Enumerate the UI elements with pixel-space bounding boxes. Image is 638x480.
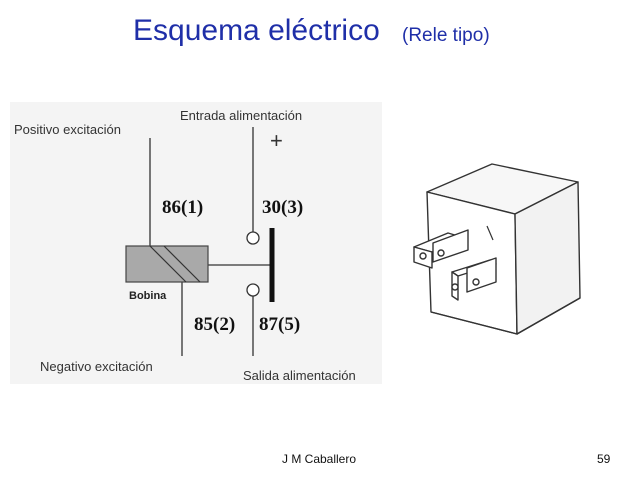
slide-subtitle: (Rele tipo) — [402, 25, 490, 46]
pin-30-label: 30(3) — [262, 197, 303, 218]
schematic-panel — [10, 102, 382, 384]
negativo-excitacion-label: Negativo excitación — [40, 359, 153, 374]
terminal-30-icon — [246, 231, 260, 245]
pin-85-label: 85(2) — [194, 314, 235, 335]
plus-sign: + — [270, 128, 283, 153]
terminal-87-icon — [246, 283, 260, 297]
footer-author: J M Caballero — [282, 452, 357, 466]
bobina-label: Bobina — [129, 290, 167, 302]
salida-alimentacion-label: Salida alimentación — [243, 368, 356, 383]
relay-component-icon — [413, 163, 581, 335]
entrada-alimentacion-label: Entrada alimentación — [180, 108, 302, 123]
footer-page-number: 59 — [597, 452, 611, 466]
pin-87-label: 87(5) — [259, 314, 300, 335]
positivo-excitacion-label: Positivo excitación — [14, 122, 121, 137]
slide-title: Esquema eléctrico — [133, 14, 380, 47]
pin-86-label: 86(1) — [162, 197, 203, 218]
coil-icon — [125, 245, 209, 283]
